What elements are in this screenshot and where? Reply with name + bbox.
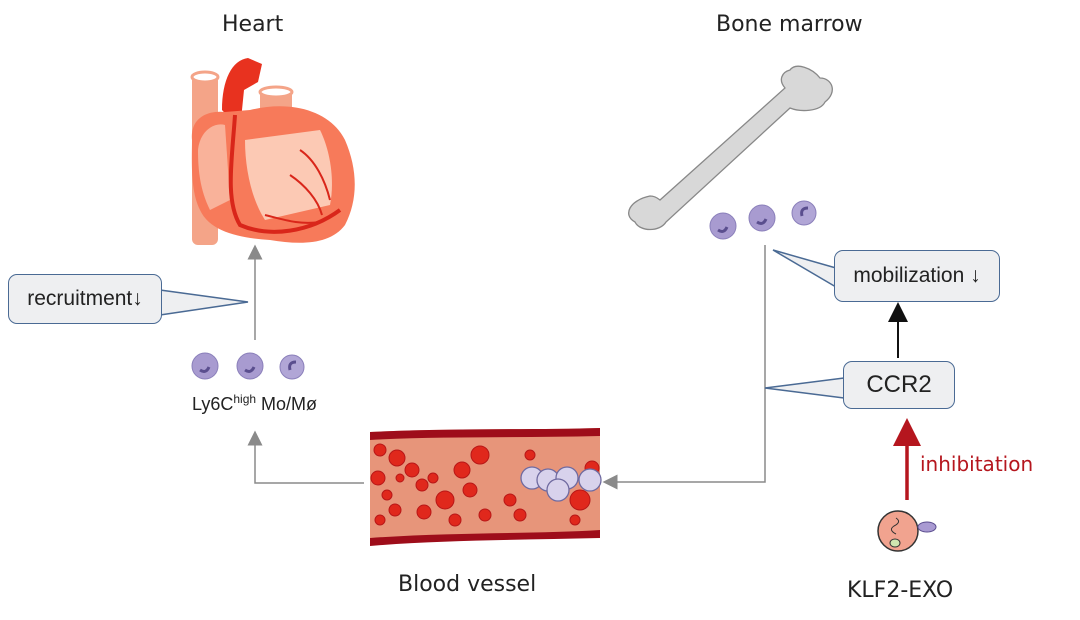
ccr2-callout: CCR2 [843,361,955,409]
blood-vessel-illustration [370,428,602,546]
mobilization-callout: mobilization ↓ [834,250,1000,302]
mobilization-callout-tail [772,249,837,288]
recruitment-callout-tail [159,289,249,316]
recruitment-label: recruitment [27,287,133,310]
exosome-illustration [877,510,937,552]
heart-title: Heart [222,12,284,37]
ccr2-callout-tail [764,377,845,399]
monocyte-label-sup: high [233,392,257,406]
vessel-to-cells-arrow [247,430,364,484]
down-arrow-icon: ↓ [132,287,143,310]
inhibition-label: inhibitation [920,452,1034,476]
monocyte-label-main: Ly6C [192,394,234,414]
exosome-title: KLF2-EXO [847,578,954,603]
recruitment-callout: recruitment↓ [8,274,162,324]
monocytes-marrow [709,200,817,240]
mobilization-label: mobilization [853,264,965,287]
bone-marrow-title: Bone marrow [716,12,863,37]
marrow-to-vessel-arrow [602,245,766,490]
heart-illustration [190,58,355,245]
blood-vessel-title: Blood vessel [398,572,537,597]
monocyte-label: Ly6Chigh Mo/Mø [192,392,317,415]
ccr2-label: CCR2 [866,371,932,398]
down-arrow-icon: ↓ [970,264,981,287]
monocyte-label-tail: Mo/Mø [256,394,318,414]
monocytes-heart [191,352,305,380]
bone-illustration [628,65,833,231]
